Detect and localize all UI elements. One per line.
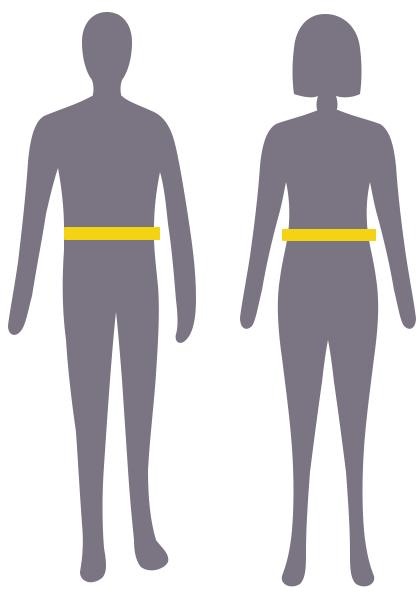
male-head — [82, 12, 132, 98]
male-silhouette-icon — [8, 12, 196, 582]
female-body — [240, 110, 416, 586]
male-body — [8, 96, 196, 582]
female-waist-band — [282, 229, 376, 241]
male-waist-band — [64, 227, 160, 240]
female-head — [293, 14, 362, 112]
female-silhouette-icon — [240, 14, 416, 586]
